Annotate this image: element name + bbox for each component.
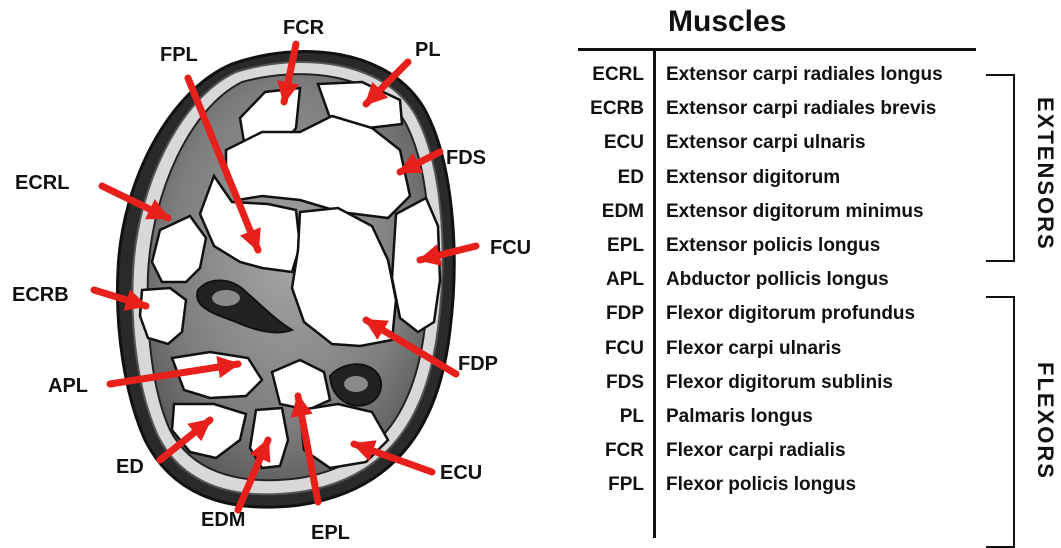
- label-ecu: ECU: [440, 463, 482, 483]
- legend-title: Muscles: [668, 4, 786, 40]
- legend-abbr: FPL: [564, 474, 644, 496]
- label-ecrb: ECRB: [12, 285, 69, 305]
- legend-name: Extensor policis longus: [666, 235, 880, 257]
- legend-header-rule: [578, 48, 976, 51]
- legend-abbr: FCR: [564, 440, 644, 462]
- label-fcu: FCU: [490, 238, 531, 258]
- legend-name: Palmaris longus: [666, 406, 813, 428]
- label-ecrl: ECRL: [15, 173, 69, 193]
- legend-name: Extensor digitorum: [666, 167, 840, 189]
- legend-name: Extensor carpi radiales longus: [666, 64, 943, 86]
- legend-abbr: ECRL: [564, 64, 644, 86]
- legend-column-divider: [653, 48, 656, 538]
- extensors-bracket-bottom: [986, 260, 1014, 262]
- label-pl: PL: [415, 40, 441, 60]
- legend-abbr: FDP: [564, 303, 644, 325]
- legend-abbr: ECRB: [564, 98, 644, 120]
- legend-abbr: FDS: [564, 372, 644, 394]
- muscle-ecrb: [140, 288, 186, 344]
- radius-marrow: [212, 290, 240, 306]
- legend-name: Flexor carpi radialis: [666, 440, 846, 462]
- legend-name: Abductor pollicis longus: [666, 269, 889, 291]
- extensors-bracket-top: [986, 74, 1014, 76]
- legend-abbr: ED: [564, 167, 644, 189]
- legend-abbr: ECU: [564, 132, 644, 154]
- label-edm: EDM: [201, 510, 245, 530]
- group-label-extensors: EXTENSORS: [1034, 97, 1056, 237]
- muscle-fcu: [392, 198, 440, 332]
- group-label-flexors: FLEXORS: [1034, 361, 1056, 481]
- legend-abbr: PL: [564, 406, 644, 428]
- legend-name: Extensor digitorum minimus: [666, 201, 924, 223]
- label-apl: APL: [48, 376, 88, 396]
- legend-abbr: EPL: [564, 235, 644, 257]
- label-fdp: FDP: [458, 354, 498, 374]
- legend-name: Flexor digitorum profundus: [666, 303, 915, 325]
- flexors-bracket-side: [1013, 296, 1015, 548]
- legend-abbr: APL: [564, 269, 644, 291]
- legend-abbr: EDM: [564, 201, 644, 223]
- label-fpl: FPL: [160, 45, 198, 65]
- label-fds: FDS: [446, 148, 486, 168]
- legend-name: Extensor carpi ulnaris: [666, 132, 866, 154]
- extensors-bracket-side: [1013, 74, 1015, 262]
- legend-name: Flexor digitorum sublinis: [666, 372, 893, 394]
- legend-name: Extensor carpi radiales brevis: [666, 98, 936, 120]
- label-fcr: FCR: [283, 18, 324, 38]
- ulna-marrow: [344, 376, 368, 392]
- legend-name: Flexor carpi ulnaris: [666, 338, 841, 360]
- legend-abbr: FCU: [564, 338, 644, 360]
- flexors-bracket-top: [986, 296, 1014, 298]
- label-epl: EPL: [311, 523, 350, 543]
- legend-name: Flexor policis longus: [666, 474, 856, 496]
- label-ed: ED: [116, 457, 144, 477]
